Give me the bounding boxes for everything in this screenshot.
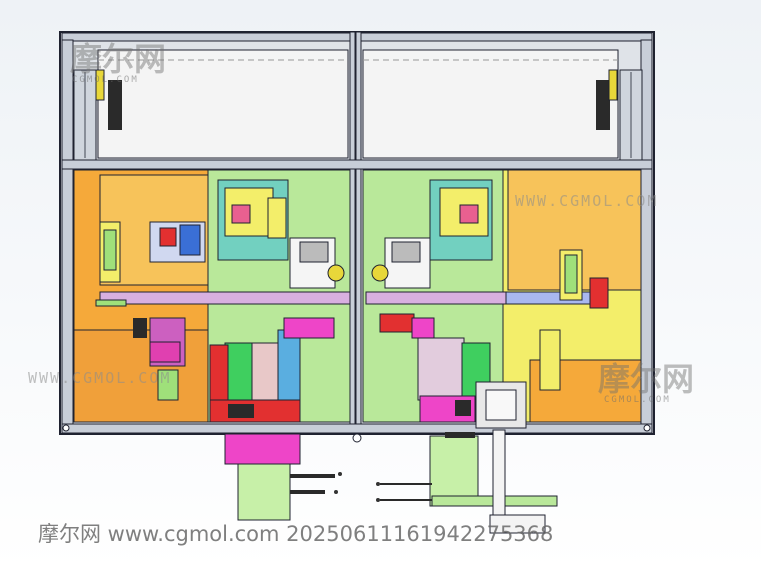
footer-watermark: 摩尔网 www.cgmol.com 20250611161942275368 xyxy=(38,522,554,546)
watermarks: 摩尔网 CGMOL.COM WWW.CGMOL.COM WWW.CGMOL.CO… xyxy=(28,40,694,405)
domain-watermark-top-left: CGMOL.COM xyxy=(72,75,139,85)
domain-watermark-left: WWW.CGMOL.COM xyxy=(28,369,171,387)
logo-watermark-bottom-right: 摩尔网 xyxy=(598,360,694,398)
lower-assemblies xyxy=(224,429,558,534)
domain-watermark-right: WWW.CGMOL.COM xyxy=(515,192,658,210)
lower-left-station xyxy=(73,169,351,423)
logo-watermark-top-left: 摩尔网 xyxy=(70,40,166,78)
top-panels xyxy=(95,49,619,159)
domain-watermark-bottom-right: CGMOL.COM xyxy=(604,395,671,405)
lower-right-station xyxy=(362,169,642,429)
